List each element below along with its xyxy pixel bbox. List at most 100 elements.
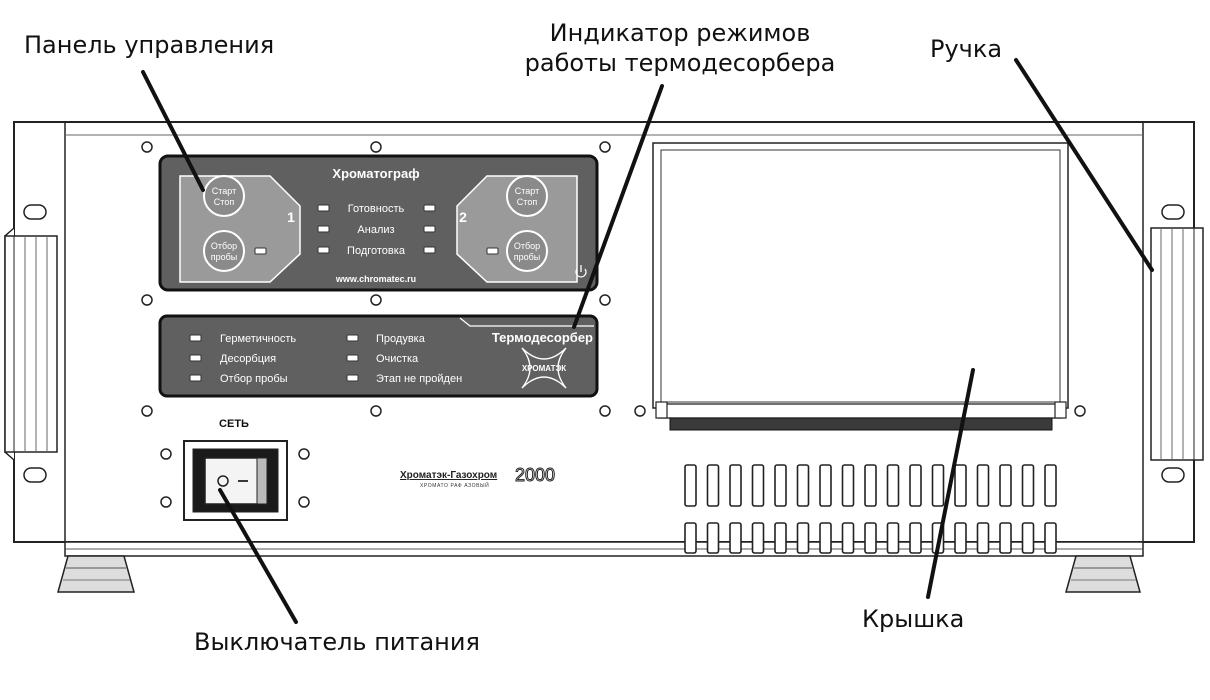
- power-switch[interactable]: [183, 440, 288, 521]
- sample-button-2[interactable]: Отбор пробы: [506, 230, 548, 272]
- vent-slots-lower: [684, 522, 1057, 554]
- led-label-stage-failed: Этап не пройден: [376, 373, 462, 385]
- purge-led: [346, 334, 359, 342]
- ready-led-1: [317, 204, 330, 212]
- sampling-led: [189, 374, 202, 382]
- callout-control-panel-text: Панель управления: [24, 31, 275, 59]
- screw-holes: [141, 141, 1086, 508]
- lid[interactable]: [652, 142, 1069, 431]
- status-prep-label: Подготовка: [347, 245, 406, 257]
- vent-slot: [1044, 522, 1057, 554]
- vent-slot: [954, 522, 967, 554]
- vent-slot: [841, 464, 855, 507]
- vent-slot: [909, 522, 922, 554]
- sample-2-led: [486, 247, 499, 255]
- switch-off-symbol: [217, 475, 229, 487]
- vent-slot: [774, 464, 787, 507]
- chromatograph-panel: Хроматограф Старт Стоп Отбор пробы 1 Ста…: [158, 154, 599, 292]
- chromatograph-title: Хроматограф: [332, 166, 419, 181]
- callout-lid-text: Крышка: [862, 605, 965, 633]
- left-handle: [4, 204, 58, 483]
- callout-handle-text: Ручка: [930, 35, 1003, 63]
- vent-slot: [751, 464, 765, 507]
- stage-failed-led: [346, 374, 359, 382]
- sample-1-label-top: Отбор: [211, 241, 237, 251]
- right-foot: [1065, 555, 1141, 593]
- start-stop-2-label-top: Старт: [515, 186, 539, 196]
- vent-slot: [909, 464, 922, 507]
- vent-slot: [729, 464, 742, 507]
- leak-led: [189, 334, 202, 342]
- sample-button-1[interactable]: Отбор пробы: [203, 230, 245, 272]
- callout-mode-indicator: Индикатор режимов работы термодесорбера: [515, 18, 845, 78]
- power-standby-icon: [575, 265, 587, 278]
- vent-slot: [886, 522, 900, 554]
- left-foot: [57, 555, 135, 593]
- leader-control-panel: [141, 70, 205, 192]
- vent-slot: [684, 522, 697, 554]
- website-label: www.chromatec.ru: [335, 274, 416, 284]
- model-label: Хроматэк-Газохром 2000 ХРОМАТО РАФ АЗОВЫ…: [400, 465, 556, 490]
- vent-slot: [976, 522, 990, 554]
- callout-handle: Ручка: [930, 34, 1002, 64]
- vent-slot: [706, 522, 720, 554]
- start-stop-button-1[interactable]: Старт Стоп: [203, 175, 245, 217]
- callout-lid: Крышка: [862, 604, 964, 634]
- prep-led-2: [423, 246, 436, 254]
- leader-lines: [141, 58, 1154, 624]
- sample-2-label-top: Отбор: [514, 241, 540, 251]
- sample-1-label-bottom: пробы: [211, 252, 238, 262]
- desorption-led: [189, 354, 202, 362]
- led-label-sampling: Отбор пробы: [220, 373, 288, 385]
- vent-slot: [1044, 464, 1057, 507]
- channel-2-number: 2: [459, 209, 467, 225]
- analysis-led-2: [423, 225, 436, 233]
- sample-2-label-bottom: пробы: [514, 252, 541, 262]
- model-number: 2000: [515, 465, 555, 485]
- thermodesorber-title: Термодесорбер: [492, 330, 593, 345]
- model-subtitle: ХРОМАТО РАФ АЗОВЫЙ: [420, 481, 489, 489]
- logo-text: ХРОМАТЭК: [522, 364, 566, 373]
- right-handle: [1150, 204, 1204, 483]
- analysis-led-1: [317, 225, 330, 233]
- vent-slot: [706, 464, 720, 507]
- vent-slot: [864, 522, 877, 554]
- prep-led-1: [317, 246, 330, 254]
- ready-led-2: [423, 204, 436, 212]
- callout-mode-indicator-line1: Индикатор режимов: [549, 19, 811, 47]
- vent-slot: [796, 522, 810, 554]
- vent-slot: [976, 464, 990, 507]
- callout-power-switch: Выключатель питания: [194, 627, 480, 657]
- callout-control-panel: Панель управления: [24, 30, 274, 60]
- vent-slot: [841, 522, 855, 554]
- start-stop-button-2[interactable]: Старт Стоп: [506, 175, 548, 217]
- cleaning-led: [346, 354, 359, 362]
- vent-slot: [684, 464, 697, 507]
- led-label-desorption: Десорбция: [220, 353, 276, 365]
- leader-handle: [1014, 58, 1154, 272]
- chromatec-logo: ХРОМАТЭК: [521, 347, 567, 389]
- led-label-purge: Продувка: [376, 333, 426, 345]
- vent-slot: [999, 464, 1012, 507]
- leader-mode-indicator: [572, 84, 664, 329]
- model-name: Хроматэк-Газохром: [400, 470, 497, 481]
- status-ready-label: Готовность: [348, 203, 405, 215]
- start-stop-1-label-bottom: Стоп: [214, 197, 235, 207]
- callout-mode-indicator-line2: работы термодесорбера: [524, 49, 836, 77]
- mains-label: СЕТЬ: [219, 418, 249, 430]
- vent-slots-upper: [684, 464, 1057, 507]
- vent-slot: [864, 464, 877, 507]
- vent-slot: [954, 464, 967, 507]
- vent-slot: [819, 522, 832, 554]
- channel-1-number: 1: [287, 209, 295, 225]
- vent-slot: [819, 464, 832, 507]
- vent-slot: [1021, 522, 1035, 554]
- vent-slot: [886, 464, 900, 507]
- start-stop-1-label-top: Старт: [212, 186, 236, 196]
- vent-slot: [931, 464, 945, 507]
- led-label-leak: Герметичность: [220, 333, 296, 345]
- vent-slot: [729, 522, 742, 554]
- vent-slot: [999, 522, 1012, 554]
- status-analysis-label: Анализ: [357, 224, 394, 236]
- leader-power-switch: [218, 488, 298, 624]
